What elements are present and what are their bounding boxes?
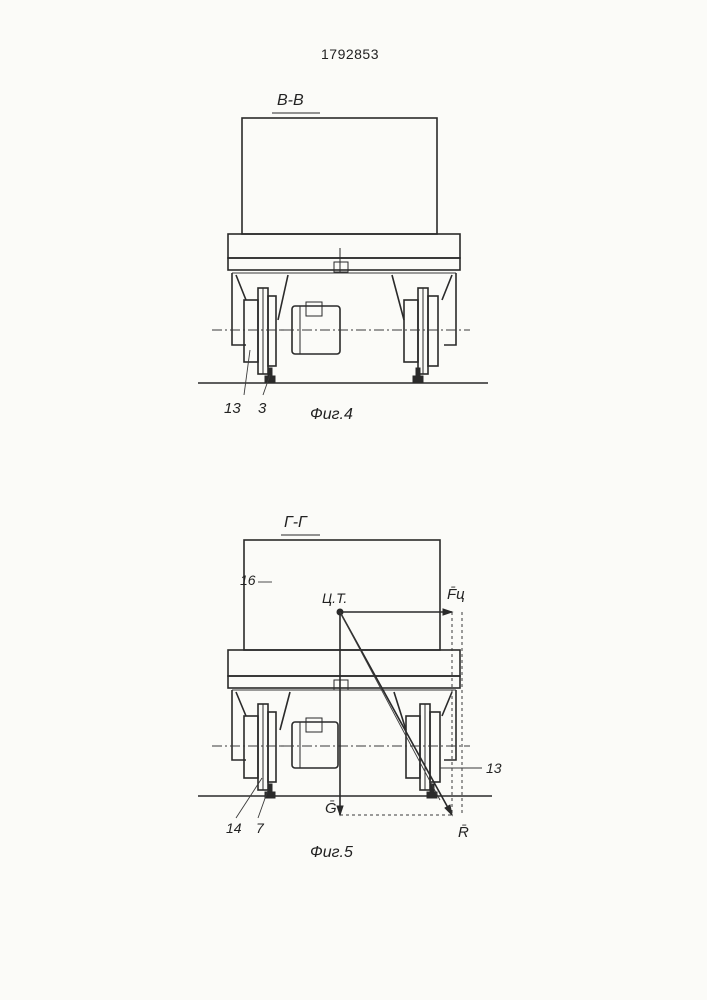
fig5-section-label: Г-Г [284,514,307,532]
gravity-force-label: Ḡ [325,800,337,817]
center-of-gravity-label: Ц.Т. [322,590,347,606]
fig5-callout-7: 7 [256,820,264,836]
fig5-callout-14: 14 [226,820,242,836]
resultant-force-label: R̄ [458,824,469,841]
fig5-callout-16: 16 [240,572,256,588]
fig5-callout-13: 13 [486,760,502,776]
fig5-caption: Фиг.5 [310,844,353,862]
centrifugal-force-label: F̄ц [447,586,465,603]
